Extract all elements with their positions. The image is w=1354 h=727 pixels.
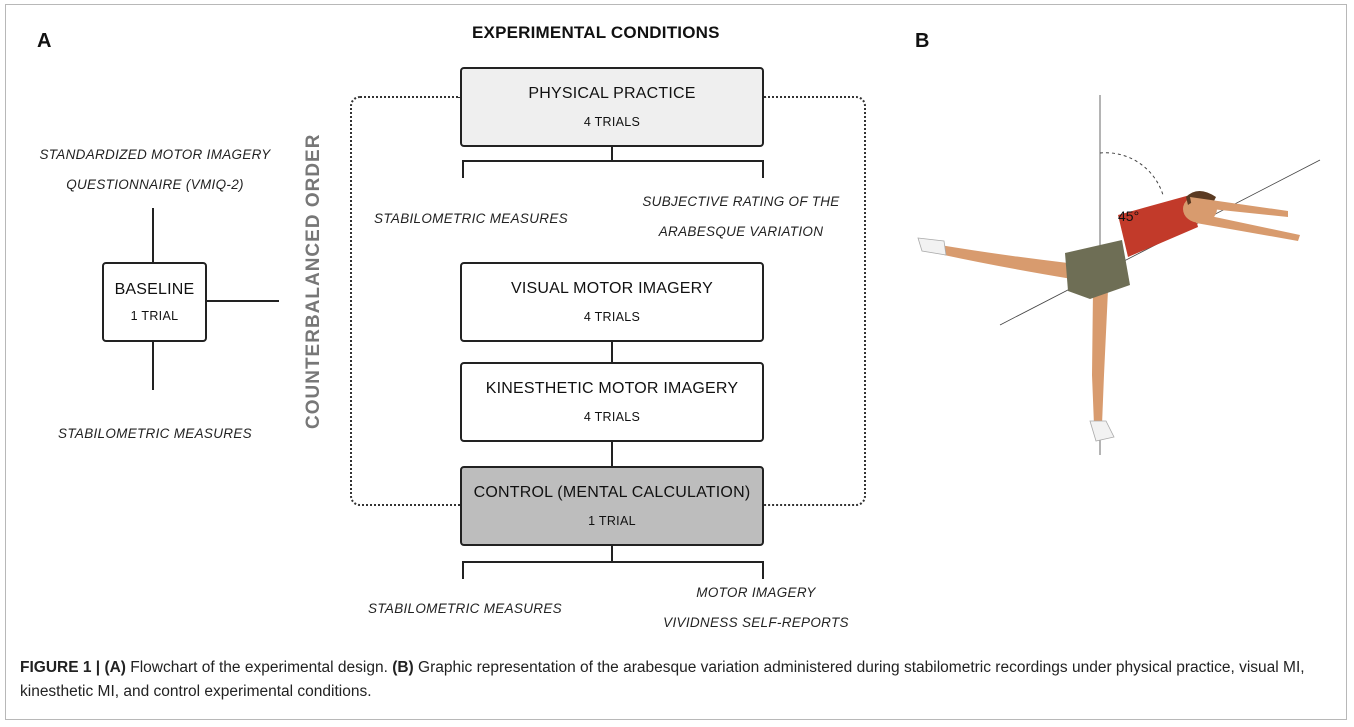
kinesthetic-control-connector bbox=[611, 442, 613, 466]
panel-a-label: A bbox=[37, 30, 52, 52]
caption-a-text: Flowchart of the experimental design. bbox=[125, 659, 393, 676]
baseline-connector-bottom bbox=[152, 342, 154, 390]
physical-bracket-left-leg bbox=[462, 160, 464, 178]
vividness-note: MOTOR IMAGERY VIVIDNESS SELF-REPORTS bbox=[640, 578, 872, 638]
visual-mi-trials: 4 TRIALS bbox=[583, 310, 641, 324]
standing-leg bbox=[1092, 290, 1108, 425]
subjective-rating-note: SUBJECTIVE RATING OF THE ARABESQUE VARIA… bbox=[624, 187, 858, 247]
physical-practice-trials: 4 TRIALS bbox=[583, 115, 641, 129]
kinesthetic-motor-imagery-box: KINESTHETIC MOTOR IMAGERY 4 TRIALS bbox=[460, 362, 764, 442]
control-box: CONTROL (MENTAL CALCULATION) 1 TRIAL bbox=[460, 466, 764, 546]
control-bracket-horizontal bbox=[462, 561, 764, 563]
control-connector bbox=[611, 546, 613, 562]
angle-label: 45° bbox=[1118, 208, 1140, 224]
kinesthetic-mi-trials: 4 TRIALS bbox=[583, 410, 641, 424]
vmiq-note-line-2: QUESTIONNAIRE (VMIQ-2) bbox=[66, 177, 244, 192]
physical-connector bbox=[611, 147, 613, 161]
control-stabilometric-note: STABILOMETRIC MEASURES bbox=[368, 601, 562, 616]
shorts bbox=[1065, 240, 1130, 299]
visual-motor-imagery-box: VISUAL MOTOR IMAGERY 4 TRIALS bbox=[460, 262, 764, 342]
standing-shoe bbox=[1089, 420, 1115, 442]
baseline-box: BASELINE 1 TRIAL bbox=[102, 262, 207, 342]
arabesque-figure bbox=[917, 95, 1321, 455]
caption-b-label: (B) bbox=[392, 659, 414, 676]
caption-a-label: (A) bbox=[104, 659, 126, 676]
raised-leg bbox=[940, 245, 1072, 279]
physical-practice-box: PHYSICAL PRACTICE 4 TRIALS bbox=[460, 67, 764, 147]
visual-kinesthetic-connector bbox=[611, 342, 613, 362]
baseline-trials: 1 TRIAL bbox=[130, 309, 179, 323]
subjective-rating-line-1: SUBJECTIVE RATING OF THE bbox=[642, 194, 840, 209]
baseline-connector-right bbox=[207, 300, 279, 302]
baseline-title: BASELINE bbox=[114, 281, 195, 298]
physical-stabilometric-note: STABILOMETRIC MEASURES bbox=[374, 211, 568, 226]
physical-practice-title: PHYSICAL PRACTICE bbox=[528, 85, 696, 102]
visual-mi-title: VISUAL MOTOR IMAGERY bbox=[511, 280, 713, 297]
vividness-note-line-1: MOTOR IMAGERY bbox=[696, 585, 816, 600]
physical-bracket-horizontal bbox=[462, 160, 764, 162]
figure-caption: FIGURE 1 | (A) Flowchart of the experime… bbox=[20, 656, 1330, 704]
control-trials: 1 TRIAL bbox=[588, 514, 636, 528]
vmiq-note-line-1: STANDARDIZED MOTOR IMAGERY bbox=[39, 147, 271, 162]
counterbalanced-order-label: COUNTERBALANCED ORDER bbox=[303, 133, 324, 429]
vividness-note-line-2: VIVIDNESS SELF-REPORTS bbox=[663, 615, 849, 630]
arm-upper bbox=[1190, 197, 1288, 217]
control-title: CONTROL (MENTAL CALCULATION) bbox=[473, 484, 751, 501]
counterbalance-bracket-left bbox=[350, 96, 460, 506]
kinesthetic-mi-title: KINESTHETIC MOTOR IMAGERY bbox=[485, 380, 739, 397]
caption-figure-number: FIGURE 1 | bbox=[20, 659, 105, 676]
control-bracket-left-leg bbox=[462, 561, 464, 579]
panel-b-label: B bbox=[915, 30, 930, 52]
torso-shirt bbox=[1118, 195, 1198, 257]
angle-arc bbox=[1099, 152, 1164, 196]
figure-frame bbox=[5, 4, 1347, 720]
arm-lower bbox=[1196, 213, 1300, 241]
baseline-stabilometric-note: STABILOMETRIC MEASURES bbox=[58, 426, 252, 441]
caption-b-text: Graphic representation of the arabesque … bbox=[20, 659, 1305, 700]
raised-shoe bbox=[917, 237, 947, 256]
subjective-rating-line-2: ARABESQUE VARIATION bbox=[658, 224, 824, 239]
physical-bracket-right-leg bbox=[762, 160, 764, 178]
diagram-heading: EXPERIMENTAL CONDITIONS bbox=[472, 23, 720, 42]
counterbalance-bracket-right bbox=[764, 96, 866, 506]
baseline-connector-top bbox=[152, 208, 154, 262]
vmiq-note: STANDARDIZED MOTOR IMAGERY QUESTIONNAIRE… bbox=[30, 140, 280, 200]
control-bracket-right-leg bbox=[762, 561, 764, 579]
